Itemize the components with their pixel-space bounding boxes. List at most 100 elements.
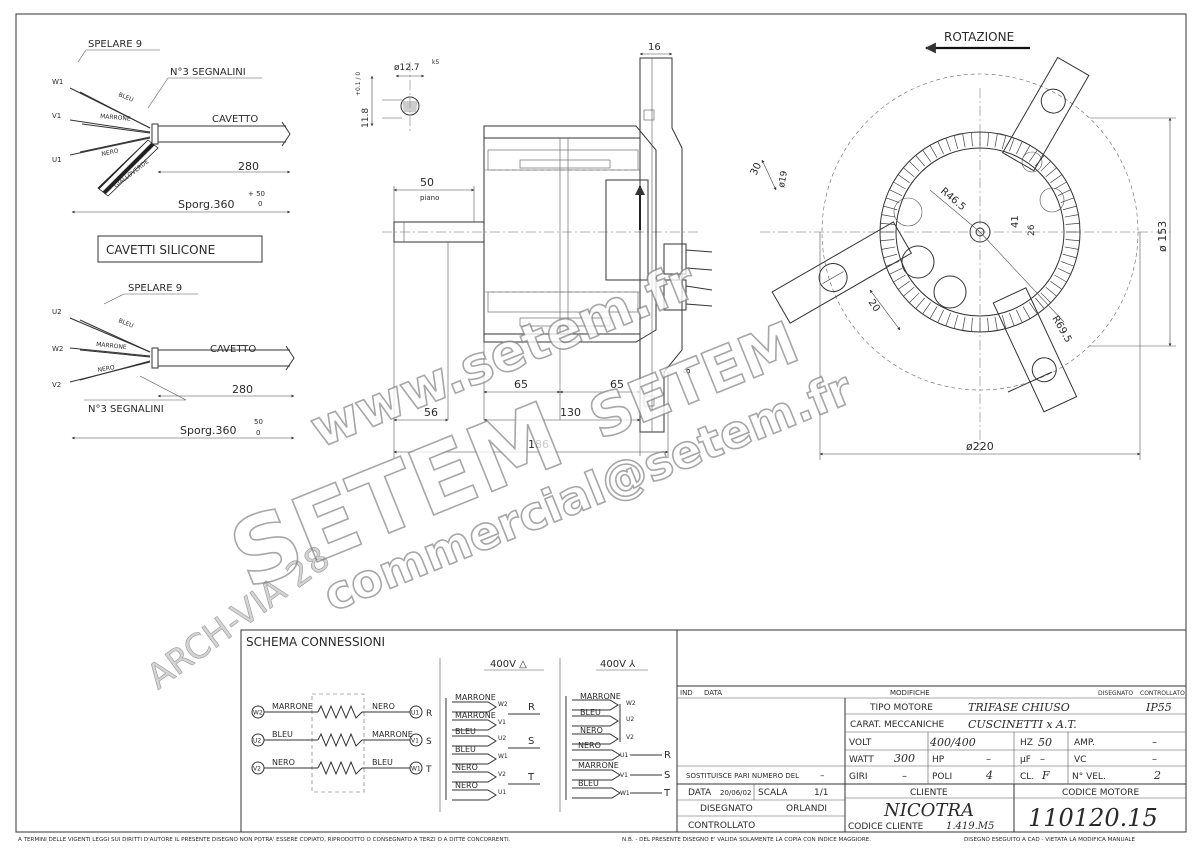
fin-line <box>1045 287 1057 297</box>
wire-label-bleu-top: BLEU <box>117 91 134 103</box>
fin-line <box>962 133 966 148</box>
dim-piano: piano <box>420 194 439 202</box>
fin-line <box>1062 253 1077 259</box>
codice-cliente-label: CODICE CLIENTE <box>848 822 924 832</box>
fin-line <box>897 281 910 290</box>
delta-term-a: W2 <box>498 701 508 708</box>
fin-line <box>1057 189 1071 196</box>
poli-value: 4 <box>985 769 993 782</box>
star-term: U2 <box>626 716 634 723</box>
dim-r69: R69.5 <box>1049 314 1073 345</box>
fin-line <box>1009 312 1015 327</box>
dim-key-tol: +0.1 / 0 <box>355 72 362 96</box>
amp-label: AMP. <box>1074 738 1095 748</box>
fin-line <box>1060 197 1075 203</box>
wire-label-nero-top: NERO <box>101 147 120 157</box>
delta-phase: R <box>528 702 535 713</box>
wire-color-in: MARRONE <box>272 702 313 711</box>
winding-coil <box>317 704 363 720</box>
star-line-wire: BLEU <box>578 779 599 788</box>
sostituisce-label: SOSTITUISCE PARI NUMERO DEL <box>686 772 799 780</box>
delta-term-b: W1 <box>498 753 508 760</box>
disegnato-value: ORLANDI <box>786 804 827 814</box>
footer-copyright: A TERMINI DELLE VIGENTI LEGGI SUI DIRITT… <box>18 837 511 843</box>
wire-color-out: MARRONE <box>372 730 413 739</box>
fin-line <box>880 239 895 242</box>
terminal-w2-bottom: W2 <box>52 345 63 353</box>
footer-cad: DISEGNO ESEGUITO A CAD - VIETATA LA MODI… <box>964 837 1136 843</box>
terminal-circle <box>409 705 423 719</box>
wire-color-out: NERO <box>372 702 395 711</box>
codice-motore-value: 110120.15 <box>1028 804 1158 832</box>
amp-value: – <box>1152 737 1157 748</box>
terminal-circle <box>409 761 423 775</box>
delta-wire-a: BLEU <box>455 727 476 736</box>
terminal-in: V2 <box>253 766 261 773</box>
controllato-label: CONTROLLATO <box>688 821 755 831</box>
fin-line <box>1060 261 1075 267</box>
rev-ind-header: IND <box>680 689 693 697</box>
fin-line <box>897 174 910 183</box>
giri-value: – <box>902 771 907 782</box>
segnalini-top-label: N°3 SEGNALINI <box>170 67 246 78</box>
star-wire: NERO <box>580 726 603 735</box>
star-wire: MARRONE <box>580 692 621 701</box>
fin-line <box>929 306 938 319</box>
delta-phase: S <box>528 736 534 747</box>
spelare-bottom-label: SPELARE 9 <box>128 283 182 294</box>
terminal-v2-bottom: V2 <box>52 381 61 389</box>
ip-value: IP55 <box>1145 701 1172 714</box>
delta-wire-b: BLEU <box>455 745 476 754</box>
wire-color-out: BLEU <box>372 758 393 767</box>
fin-line <box>1001 314 1007 329</box>
hp-value: – <box>986 754 991 765</box>
fin-line <box>1050 174 1063 183</box>
rotation-label: ROTAZIONE <box>944 30 1014 44</box>
sporg-top: Sporg.360 <box>178 198 235 211</box>
delta-term-a: V2 <box>498 771 506 778</box>
fin-line <box>909 161 920 172</box>
terminal-in: U2 <box>253 738 261 745</box>
vc-label: VC <box>1074 755 1086 765</box>
dim-flange: 16 <box>648 42 661 53</box>
nvel-value: 2 <box>1153 769 1161 782</box>
wire-label-bleu-bottom: BLEU <box>117 317 134 329</box>
fin-line <box>1009 137 1015 152</box>
fins <box>880 132 1080 332</box>
uf-label: μF <box>1020 755 1031 765</box>
fin-line <box>1064 214 1079 218</box>
length-bottom: 280 <box>232 383 253 396</box>
fin-line <box>893 181 906 190</box>
fin-line <box>1054 181 1067 190</box>
terminal-w1-top: W1 <box>52 78 63 86</box>
data-value: 20/06/02 <box>720 789 751 797</box>
star-phase: S <box>664 770 670 781</box>
volt-label: VOLT <box>849 738 872 748</box>
motor-front-view: ROTAZIONE <box>749 30 1176 460</box>
wire-diagram-bottom: SPELARE 9 U2 W2 V2 BLEU MARRONE NERO CAV… <box>52 283 295 440</box>
wire-label-nero-bottom: NERO <box>97 364 115 374</box>
rev-controllato-header: CONTROLLATO <box>1140 690 1185 697</box>
delta-term-a: U2 <box>498 735 506 742</box>
tipo-motore-value: TRIFASE CHIUSO <box>968 701 1070 714</box>
cl-label: CL. <box>1020 772 1034 782</box>
wire-label-marrone-bottom: MARRONE <box>96 341 127 351</box>
fin-line <box>945 312 951 327</box>
fin-line <box>903 287 915 297</box>
terminal-out: V1 <box>411 738 419 745</box>
schema-title: SCHEMA CONNESSIONI <box>246 635 385 649</box>
dim-8: 8 <box>683 368 693 374</box>
terminal-out: W1 <box>411 766 421 773</box>
terminal-u2-bottom: U2 <box>52 308 62 316</box>
terminal-out: U1 <box>411 710 419 717</box>
hz-label: HZ <box>1020 738 1033 748</box>
star-wire: BLEU <box>580 708 601 717</box>
fin-line <box>1040 161 1051 172</box>
cavetti-silicone-box: CAVETTI SILICONE <box>97 235 263 263</box>
cliente-value: NICOTRA <box>883 800 974 821</box>
sporg-bottom: Sporg.360 <box>180 424 237 437</box>
carat-value: CUSCINETTI x A.T. <box>968 718 1077 731</box>
delta-wire-b: NERO <box>455 781 478 790</box>
vc-value: – <box>1152 754 1157 765</box>
